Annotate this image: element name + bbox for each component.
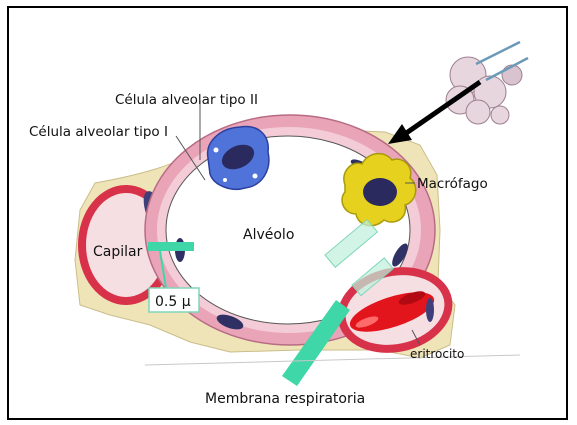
label-thickness: 0.5 μ <box>155 294 191 310</box>
label-respiratory-membrane: Membrana respiratoria <box>205 391 365 407</box>
label-type2-cell: Célula alveolar tipo II <box>115 92 258 108</box>
label-capillary: Capilar <box>93 244 143 260</box>
label-alveolus: Alvéolo <box>243 227 294 243</box>
label-type1-cell: Célula alveolar tipo I <box>29 124 168 140</box>
type2-alveolar-cell <box>208 127 269 190</box>
label-erythrocyte: eritrocito <box>410 347 464 361</box>
thickness-bar <box>148 242 194 251</box>
label-macrophage: Macrófago <box>417 176 488 192</box>
